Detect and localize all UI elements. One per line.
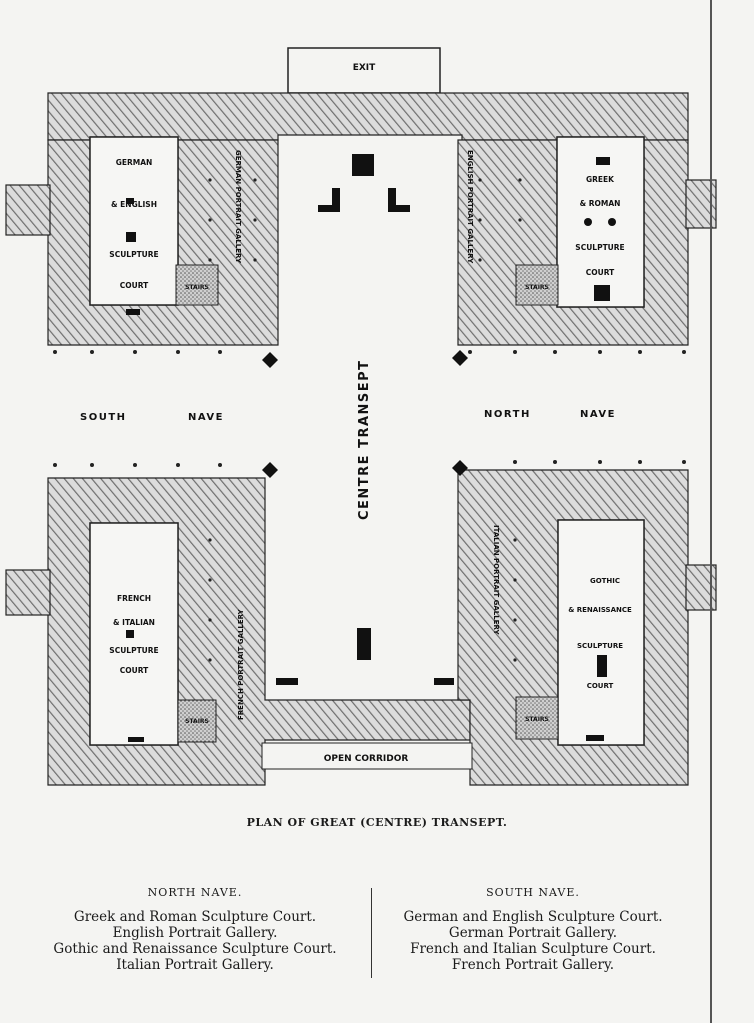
svg-text:GREEK: GREEK xyxy=(586,175,615,184)
stairs-label: STAIRS xyxy=(185,718,209,725)
columns xyxy=(53,178,686,662)
north-nave-label: NORTH xyxy=(484,409,531,420)
stairs-label: STAIRS xyxy=(525,716,549,723)
stairs-label: STAIRS xyxy=(525,284,549,291)
plan-caption: PLAN OF GREAT (CENTRE) TRANSEPT. xyxy=(246,816,508,829)
svg-text:GERMAN: GERMAN xyxy=(116,158,153,167)
open-corridor-label: OPEN CORRIDOR xyxy=(324,754,409,764)
svg-text:COURT: COURT xyxy=(586,268,615,277)
svg-text:COURT: COURT xyxy=(587,682,614,690)
svg-text:& ITALIAN: & ITALIAN xyxy=(113,618,155,627)
legend-item: German and English Sculpture Court. xyxy=(403,909,663,925)
legend-item: Gothic and Renaissance Sculpture Court. xyxy=(53,941,337,957)
south-nave-label: SOUTH xyxy=(80,412,127,423)
svg-text:COURT: COURT xyxy=(120,666,149,675)
svg-text:FRENCH: FRENCH xyxy=(117,594,151,603)
gallery-label-italian-portrait: ITALIAN PORTRAIT GALLERY xyxy=(492,525,500,635)
svg-text:SCULPTURE: SCULPTURE xyxy=(109,250,158,259)
legend-north-nave: NORTH NAVE. Greek and Roman Sculpture Co… xyxy=(30,885,360,973)
statue-pedestals xyxy=(126,154,616,742)
exit-label: EXIT xyxy=(353,63,376,73)
svg-text:GOTHIC: GOTHIC xyxy=(590,577,620,585)
stairs xyxy=(175,264,559,743)
court-label-german-english: GERMAN & ENGLISH SCULPTURE COURT xyxy=(109,158,158,290)
legend-item: French Portrait Gallery. xyxy=(451,957,615,973)
gallery-label-german-portrait: GERMAN PORTRAIT GALLERY xyxy=(234,150,242,264)
legend-item: Italian Portrait Gallery. xyxy=(116,957,274,973)
svg-text:SCULPTURE: SCULPTURE xyxy=(577,642,623,650)
north-nave-label-2: NAVE xyxy=(580,409,616,420)
court-label-greek-roman: GREEK & ROMAN SCULPTURE COURT xyxy=(575,175,624,277)
legend-north-heading: NORTH NAVE. xyxy=(147,886,243,899)
south-nave-label-2: NAVE xyxy=(188,412,224,423)
stairs-label: STAIRS xyxy=(185,284,209,291)
legend-divider xyxy=(371,888,372,978)
exit-porch: EXIT xyxy=(287,47,441,94)
legend-south-heading: SOUTH NAVE. xyxy=(486,886,580,899)
open-corridor: OPEN CORRIDOR xyxy=(261,742,473,770)
svg-text:SCULPTURE: SCULPTURE xyxy=(109,646,158,655)
page-edge-rule xyxy=(710,0,712,1023)
legend-item: French and Italian Sculpture Court. xyxy=(410,941,656,957)
court-label-gothic-renaissance: GOTHIC & RENAISSANCE SCULPTURE COURT xyxy=(568,577,632,690)
svg-text:& RENAISSANCE: & RENAISSANCE xyxy=(568,606,632,614)
svg-text:COURT: COURT xyxy=(120,281,149,290)
svg-text:SCULPTURE: SCULPTURE xyxy=(575,243,624,252)
gallery-label-french-portrait: FRENCH PORTRAIT GALLERY xyxy=(237,608,245,720)
legend-item: German Portrait Gallery. xyxy=(448,925,618,941)
centre-transept-label: CENTRE TRANSEPT xyxy=(357,359,372,520)
court-label-french-italian: FRENCH & ITALIAN SCULPTURE COURT xyxy=(109,594,158,675)
svg-text:& ROMAN: & ROMAN xyxy=(580,199,621,208)
svg-text:& ENGLISH: & ENGLISH xyxy=(111,200,157,209)
legend-south-nave: SOUTH NAVE. German and English Sculpture… xyxy=(368,885,698,973)
legend-item: Greek and Roman Sculpture Court. xyxy=(73,909,317,925)
legend-item: English Portrait Gallery. xyxy=(112,925,278,941)
gallery-label-english-portrait: ENGLISH PORTRAIT GALLERY xyxy=(466,150,474,264)
